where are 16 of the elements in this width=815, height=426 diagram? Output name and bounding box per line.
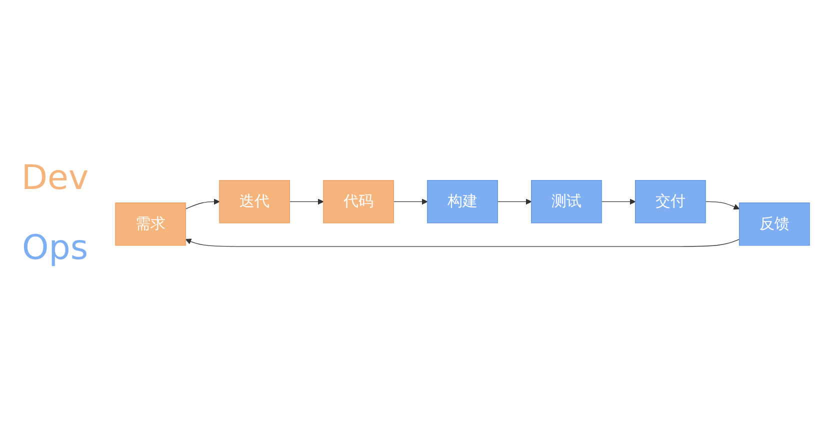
side-label: Dev — [21, 158, 89, 198]
arrow — [705, 200, 740, 210]
node-box: 反馈 — [738, 202, 810, 246]
node-box: 迭代 — [219, 180, 290, 223]
node-box: 需求 — [115, 202, 186, 246]
arrow — [289, 198, 324, 204]
arrow — [601, 198, 636, 204]
arrow — [185, 238, 740, 246]
arrow — [393, 198, 428, 204]
node-box: 测试 — [531, 180, 602, 223]
node-box: 交付 — [635, 180, 706, 223]
arrow — [497, 198, 532, 204]
arrow — [185, 198, 220, 209]
node-box: 代码 — [323, 180, 394, 223]
side-label: Ops — [22, 228, 88, 268]
node-box: 构建 — [427, 180, 498, 223]
